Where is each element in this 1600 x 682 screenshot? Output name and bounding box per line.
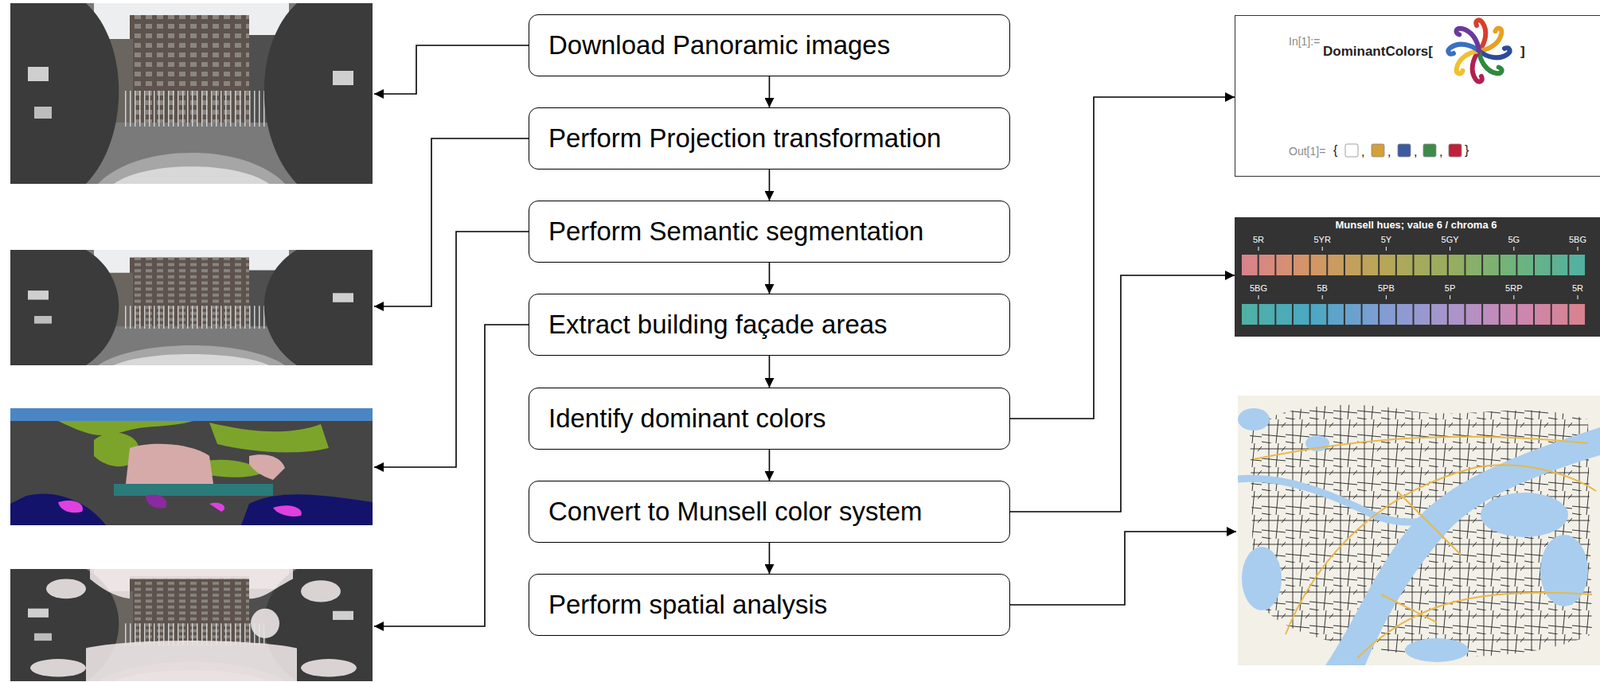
chart-label: 5Y — [1381, 234, 1392, 246]
chart-label: 5BG — [1568, 234, 1587, 246]
flow-arrow — [768, 449, 771, 481]
process-box: Perform Projection transformation — [528, 107, 1011, 170]
code-text: , — [1361, 144, 1365, 160]
code-text: Out[1]= — [1288, 144, 1326, 158]
code-text: ] — [1520, 43, 1526, 60]
box-label: Perform Semantic segmentation — [548, 215, 924, 248]
process-box: Convert to Munsell color system — [528, 480, 1011, 543]
chart-label: Munsell hues; value 6 / chroma 6 — [1334, 219, 1497, 232]
code-text: , — [1413, 144, 1417, 160]
box-label: Download Panoramic images — [548, 29, 890, 62]
code-text: DominantColors[ — [1322, 43, 1433, 60]
chart-label: 5PB — [1377, 283, 1395, 294]
flow-arrow — [768, 262, 771, 294]
box-label: Convert to Munsell color system — [548, 495, 923, 528]
segmentation-image — [10, 408, 373, 526]
facade-image — [10, 569, 373, 682]
code-text: } — [1464, 143, 1469, 158]
chart-label: 5RP — [1505, 283, 1522, 294]
process-box: Download Panoramic images — [528, 14, 1011, 77]
code-text: { — [1333, 143, 1338, 158]
box-label: Identify dominant colors — [548, 402, 827, 435]
code-panel: In[1]:=DominantColors[] Out[1]= {,,,,} — [1234, 15, 1600, 177]
chart-label: 5GY — [1441, 234, 1460, 246]
chart-label: 5B — [1316, 283, 1327, 294]
flow-arrow — [1010, 97, 1235, 419]
chart-label: 5R — [1572, 283, 1584, 294]
box-label: Perform Projection transformation — [548, 122, 941, 155]
box-label: Extract building façade areas — [548, 308, 888, 341]
color-chart: Munsell hues; value 6 / chroma 6 5R 5YR 5Y 5… — [1234, 217, 1600, 337]
munsell-chart — [1234, 217, 1600, 337]
process-box: Perform spatial analysis — [528, 573, 1011, 637]
leader-lines — [374, 45, 1237, 627]
chart-label: 5P — [1444, 283, 1456, 294]
flow-arrow — [768, 542, 771, 574]
code-text: , — [1387, 144, 1391, 160]
box-label: Perform spatial analysis — [548, 589, 828, 621]
flower-icon — [1447, 19, 1510, 82]
chart-label: 5BG — [1249, 283, 1268, 294]
flow-arrow — [768, 76, 771, 108]
code-text: In[1]:= — [1288, 35, 1320, 48]
flow-arrow — [768, 355, 771, 388]
flow-arrow — [1010, 275, 1235, 512]
panorama-image — [10, 3, 373, 184]
process-box: Perform Semantic segmentation — [528, 200, 1011, 263]
chart-label: 5G — [1507, 234, 1520, 246]
process-box: Extract building façade areas — [528, 293, 1011, 356]
chart-label: 5YR — [1313, 234, 1331, 246]
chart-label: 5R — [1252, 234, 1265, 246]
city-map — [1237, 395, 1600, 666]
flow-arrow — [768, 169, 771, 201]
code-text: , — [1439, 144, 1443, 160]
process-box: Identify dominant colors — [528, 387, 1011, 450]
projected-image — [10, 249, 373, 366]
